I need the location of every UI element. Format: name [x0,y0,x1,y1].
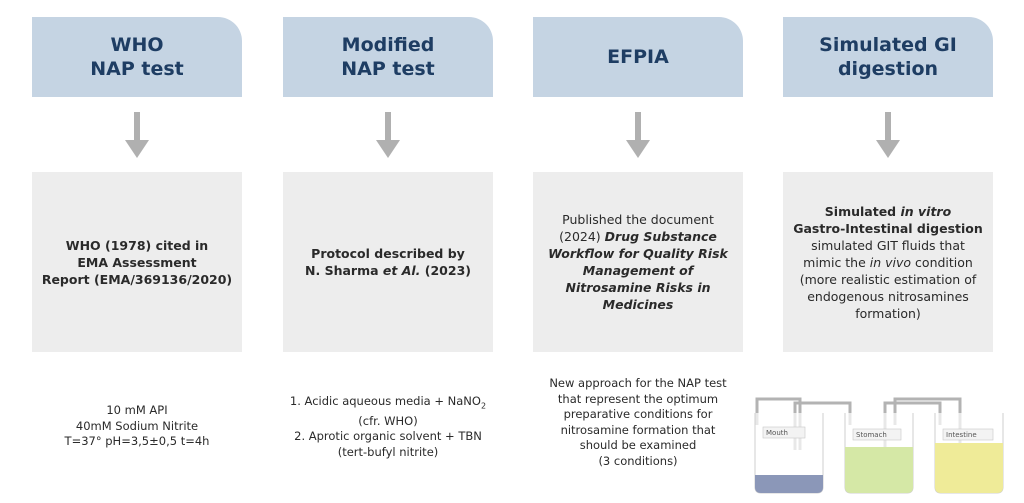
year-text: (2023) [420,263,471,278]
box-line: Report (EMA/369136/2020) [41,271,233,287]
doc-title-line: Nitrosamine Risks in [565,280,711,295]
label-stomach: Stomach [856,431,887,439]
fluid-intestine [935,443,1003,493]
beaker-intestine: Intestine [934,413,1004,494]
box-line: EMA Assessment [77,254,197,270]
header-line: WHO [110,34,164,56]
header-line: NAP test [90,58,184,80]
box-line: Simulated in vitro [825,203,951,220]
doc-title-line: Medicines [602,297,674,312]
header-who-nap: WHO NAP test [32,17,242,97]
box-modified-nap: Protocol described by N. Sharma et Al. (… [283,172,493,352]
column-modified-nap: Modified NAP test Protocol described by … [283,0,493,503]
below-efpia: New approach for the NAP test that repre… [533,376,743,469]
header-line: Simulated GI [819,34,957,56]
box-line: simulated GIT fluids that [811,237,965,253]
label-tag [942,428,994,441]
beaker-mouth: Mouth [754,413,824,494]
below-line: New approach for the NAP test [549,376,727,390]
below-line: preparative conditions for [563,407,713,421]
below-line: (tert-bufyl nitrite) [337,444,439,459]
below-line: 1. Acidic aqueous media + NaNO2 [283,394,493,414]
column-efpia: EFPIA Published the document (2024) Drug… [533,0,743,503]
doc-title-line: Management of [582,263,694,278]
in-vitro-text: in vitro [900,203,952,219]
box-efpia: Published the document (2024) Drug Subst… [533,172,743,352]
box-line: (2024) Drug Substance [559,228,717,245]
fluid-stomach [845,447,913,493]
digestion-beakers-illustration: Mouth Stomach Intestine [754,397,1004,494]
box-line: Published the document [562,212,714,227]
below-who-nap: 10 mM API 40mM Sodium Nitrite T=37° pH=3… [32,403,242,450]
header-line: NAP test [341,58,435,80]
header-efpia: EFPIA [533,17,743,97]
below-line: that represent the optimum [557,391,719,406]
down-arrow-icon [876,112,900,158]
year-text: (2024) [559,229,605,244]
condition-text: condition [911,254,973,270]
simulated-text: Simulated [824,203,901,219]
down-arrow-icon [125,112,149,158]
column-simulated-gi: Simulated GI digestion Simulated in vitr… [783,0,993,503]
header-line: digestion [837,58,939,80]
beaker-stomach: Stomach [844,413,914,494]
box-simulated-gi: Simulated in vitro Gastro-Intestinal dig… [783,172,993,352]
box-line: Gastro-Intestinal digestion [793,220,983,236]
below-line: T=37° pH=3,5±0,5 t=4h [64,434,210,448]
label-tag [852,428,902,441]
box-line: (more realistic estimation of [799,271,977,287]
column-who-nap: WHO NAP test WHO (1978) cited in EMA Ass… [32,0,242,503]
box-who-nap: WHO (1978) cited in EMA Assessment Repor… [32,172,242,352]
box-line: endogenous nitrosamines [807,288,969,304]
subscript-2: 2 [480,401,487,411]
et-al-text: et Al. [382,263,421,278]
fluid-mouth [755,475,823,493]
box-line: N. Sharma et Al. (2023) [305,262,471,279]
header-line: Modified [341,34,435,56]
box-line: WHO (1978) cited in [65,237,209,253]
label-tag [762,426,806,439]
below-line: nitrosamine formation that [560,422,716,437]
author-text: N. Sharma [305,263,383,278]
box-line: mimic the in vivo condition [803,254,973,271]
box-line: formation) [855,305,921,321]
header-modified-nap: Modified NAP test [283,17,493,97]
below-line: 40mM Sodium Nitrite [75,418,199,433]
in-vivo-text: in vivo [869,254,912,270]
label-mouth: Mouth [766,429,788,437]
below-line: should be examined [579,438,697,452]
box-line: Protocol described by [311,246,465,261]
mimic-text: mimic the [803,254,870,270]
header-line: EFPIA [607,46,669,68]
below-line: 2. Aprotic organic solvent + TBN [294,429,482,444]
down-arrow-icon [376,112,400,158]
below-line: (3 conditions) [598,453,678,468]
doc-title-start: Drug Substance [604,229,717,244]
label-intestine: Intestine [946,431,977,439]
below-line: (cfr. WHO) [358,413,418,428]
down-arrow-icon [626,112,650,158]
condition-1-text: 1. Acidic aqueous media + NaNO [289,394,481,408]
below-modified-nap: 1. Acidic aqueous media + NaNO2 (cfr. WH… [283,394,493,460]
doc-title-line: Workflow for Quality Risk [548,246,728,261]
header-simulated-gi: Simulated GI digestion [783,17,993,97]
below-line: 10 mM API [106,403,168,417]
